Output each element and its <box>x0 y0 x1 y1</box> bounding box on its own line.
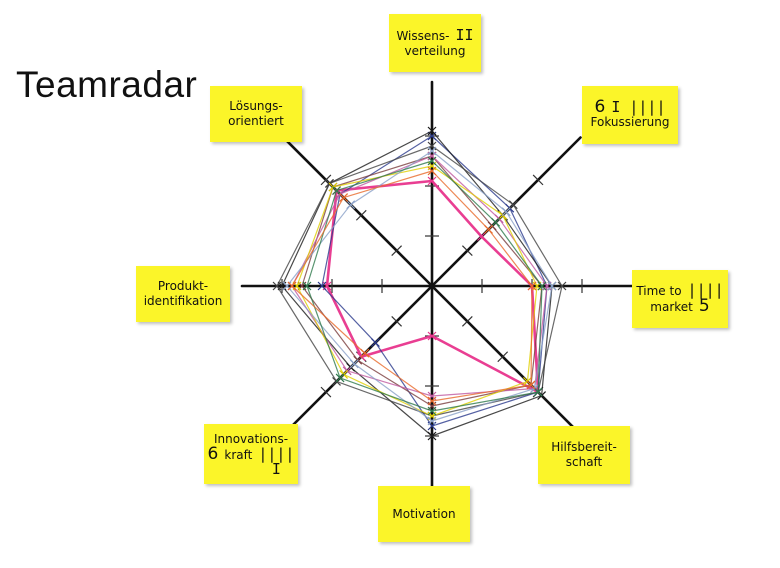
note-fokussierung: 6 I |||| Fokussierung <box>582 86 678 144</box>
note-innovationskraft: Innovations- 6 kraft |||| I <box>204 424 298 484</box>
data-point <box>346 200 356 210</box>
data-point <box>427 156 437 166</box>
data-point <box>508 200 518 210</box>
data-point <box>427 396 437 406</box>
data-point <box>427 146 437 156</box>
data-point <box>332 186 341 195</box>
note-wissensverteilung-line1: Wissens- <box>396 28 450 43</box>
data-point <box>526 380 536 390</box>
tally-marks-fokussierung: I |||| <box>611 98 666 116</box>
axis-tick <box>497 351 509 363</box>
vote-count-innovationskraft: 6 <box>207 443 219 464</box>
data-point <box>360 348 370 358</box>
data-point <box>371 338 380 347</box>
data-point <box>547 281 557 291</box>
data-point <box>537 281 547 291</box>
tally-marks-time-to-market: |||| <box>687 281 724 299</box>
data-point <box>501 207 511 217</box>
axis-tick <box>355 209 367 221</box>
axis-tick <box>391 315 403 327</box>
note-produktidentifikation-line1: Produkt- <box>157 279 209 293</box>
data-point <box>427 166 437 176</box>
axis-tick <box>461 315 473 327</box>
data-point <box>335 373 345 383</box>
data-point <box>349 359 359 369</box>
data-point <box>527 281 537 291</box>
vote-count-time-to-market: 5 <box>698 296 710 316</box>
axis-loesungsorientiert <box>285 139 434 288</box>
series-line <box>291 155 548 397</box>
note-innovationskraft-line2: kraft <box>224 447 253 462</box>
data-point <box>339 193 349 203</box>
axis-tick <box>461 245 473 257</box>
data-point <box>317 281 327 291</box>
note-time-to-market-line2: market <box>650 300 693 314</box>
data-point <box>287 281 297 291</box>
note-produktidentifikation: Produkt- identifikation <box>136 266 230 322</box>
axis-tick <box>391 245 403 257</box>
axis-tick <box>532 174 544 186</box>
note-motivation-line1: Motivation <box>392 506 456 521</box>
note-loesungsorientiert-line2: orientiert <box>228 114 284 128</box>
note-hilfsbereitschaft-line1: Hilfsbereit- <box>551 440 617 454</box>
data-point <box>427 416 437 426</box>
note-time-to-market-line1: Time to <box>636 284 682 298</box>
data-point <box>427 331 437 341</box>
data-point <box>484 225 493 234</box>
note-innovationskraft-line1: Innovations- <box>213 431 289 446</box>
axis-tick <box>320 386 332 398</box>
note-wissensverteilung-line2: verteilung <box>404 43 466 58</box>
data-point <box>272 281 282 291</box>
note-hilfsbereitschaft: Hilfsbereit- schaft <box>538 426 630 484</box>
note-loesungsorientiert: Lösungs- orientiert <box>210 86 302 142</box>
data-point <box>533 387 543 397</box>
note-motivation: Motivation <box>378 486 470 542</box>
data-point <box>427 431 437 441</box>
data-point <box>302 281 312 291</box>
tally-marks-innovationskraft: |||| I <box>258 444 295 478</box>
data-point <box>477 232 486 241</box>
note-loesungsorientiert-line1: Lösungs- <box>229 99 283 113</box>
note-hilfsbereitschaft-line2: schaft <box>565 455 603 469</box>
data-point <box>427 406 437 416</box>
data-point <box>491 217 501 227</box>
data-point <box>427 126 437 136</box>
note-fokussierung-line1: Fokussierung <box>590 115 670 129</box>
note-time-to-market: Time to |||| market 5 <box>632 270 728 328</box>
series-line <box>276 145 563 417</box>
page-title: Teamradar <box>16 64 198 105</box>
vote-count-fokussierung: 6 <box>594 97 606 117</box>
data-point <box>427 176 437 186</box>
data-point <box>557 281 567 291</box>
note-wissensverteilung: Wissens- II verteilung <box>389 14 481 72</box>
tally-marks-wissensverteilung: II <box>455 25 474 44</box>
note-produktidentifikation-line2: identifikation <box>143 294 223 308</box>
